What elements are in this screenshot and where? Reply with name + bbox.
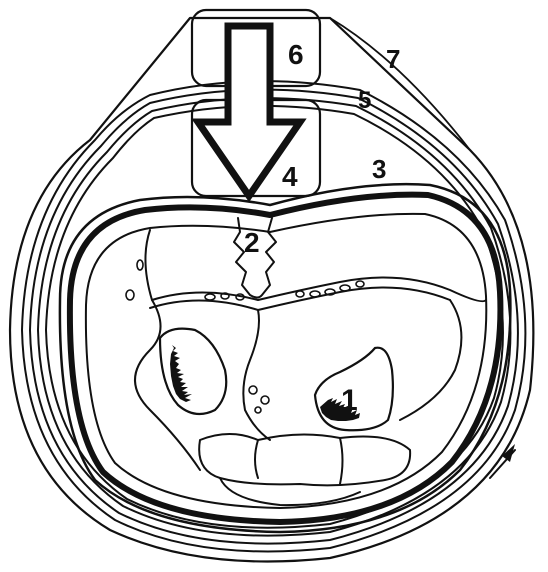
label-5: 5 <box>358 87 371 114</box>
label-6: 6 <box>288 39 304 70</box>
label-2: 2 <box>244 227 260 258</box>
lower-compartments <box>199 434 410 505</box>
bone-left <box>160 329 226 414</box>
label-1: 1 <box>341 384 358 417</box>
label-4: 4 <box>282 161 298 192</box>
direction-arrow <box>490 444 515 478</box>
label-7: 7 <box>386 44 400 74</box>
label-3: 3 <box>372 154 386 184</box>
